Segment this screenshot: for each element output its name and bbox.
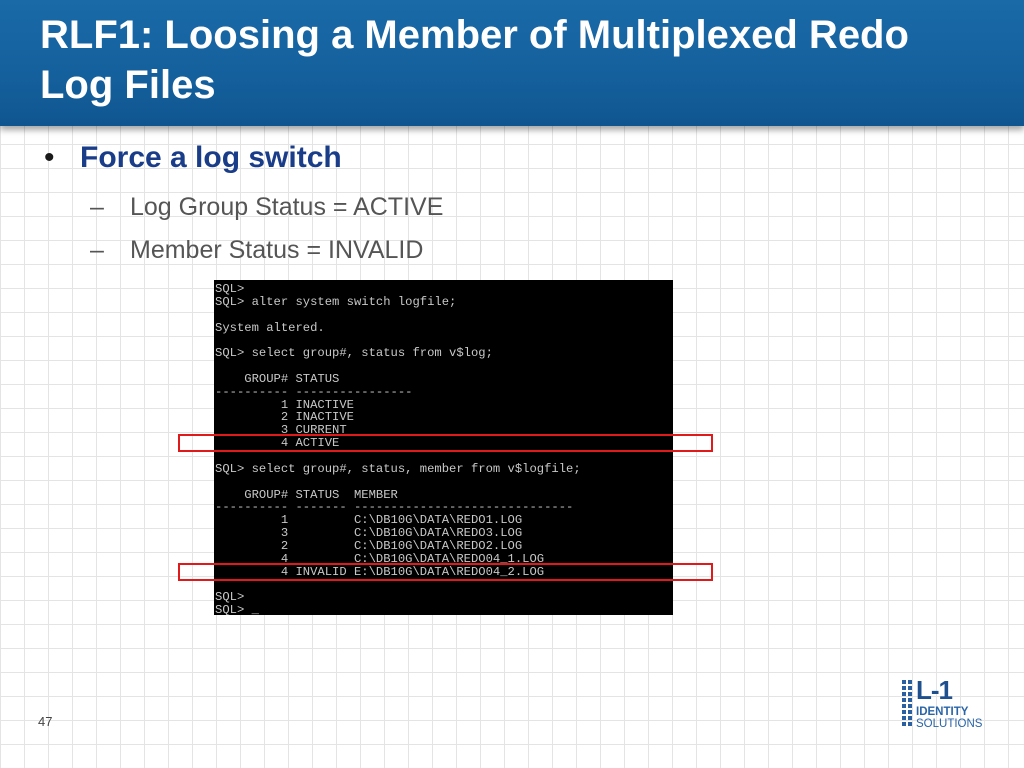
terminal-line: SQL> select group#, status from v$log; <box>215 346 493 361</box>
terminal-line: 3 CURRENT <box>215 423 347 438</box>
logo-dot <box>902 698 906 702</box>
dash-marker: – <box>90 193 104 221</box>
logo-dot <box>908 680 912 684</box>
terminal-line: ---------- ------- ---------------------… <box>215 500 574 515</box>
bullet-text: Force a log switch <box>80 141 342 174</box>
logo-word-identity: IDENTITY <box>916 706 969 718</box>
sub-item-log-group-status: – Log Group Status = ACTIVE <box>90 191 443 223</box>
page-number: 47 <box>38 714 53 729</box>
terminal-line: 4 ACTIVE <box>215 436 340 451</box>
terminal-line: SQL> <box>215 590 245 605</box>
logo-dot <box>908 716 912 720</box>
terminal-line: GROUP# STATUS MEMBER <box>215 487 398 502</box>
sub-item-text: Member Status = INVALID <box>130 236 424 264</box>
terminal-line: 4 C:\DB10G\DATA\REDO04_1.LOG <box>215 551 545 566</box>
terminal-line: 1 C:\DB10G\DATA\REDO1.LOG <box>215 513 523 528</box>
terminal-line: SQL> select group#, status, member from … <box>215 461 581 476</box>
bullet-dot: • <box>44 141 55 174</box>
terminal-line: SQL> alter system switch logfile; <box>215 294 457 309</box>
logo-dot <box>902 692 906 696</box>
logo-dot <box>902 716 906 720</box>
terminal-line: 1 INACTIVE <box>215 397 354 412</box>
terminal-line <box>215 360 673 373</box>
terminal-line: 2 C:\DB10G\DATA\REDO2.LOG <box>215 538 523 553</box>
logo-dot <box>902 710 906 714</box>
logo-dot <box>908 692 912 696</box>
slide-title: RLF1: Loosing a Member of Multiplexed Re… <box>40 13 909 107</box>
logo-dot <box>908 698 912 702</box>
sub-item-member-status: – Member Status = INVALID <box>90 234 423 266</box>
logo-dot-grid-icon <box>902 680 916 728</box>
terminal-line: SQL> _ <box>215 603 259 615</box>
logo-dot <box>902 686 906 690</box>
highlight-box-invalid-member <box>178 563 713 581</box>
l1-identity-solutions-logo: L-1 IDENTITY SOLUTIONS <box>902 676 992 730</box>
terminal-line: 2 INACTIVE <box>215 410 354 425</box>
terminal-line: System altered. <box>215 320 325 335</box>
logo-dot <box>908 704 912 708</box>
terminal-line <box>215 476 673 489</box>
logo-dot <box>902 680 906 684</box>
terminal-line <box>215 309 673 322</box>
logo-dot <box>902 722 906 726</box>
logo-dot <box>908 722 912 726</box>
dash-marker: – <box>90 236 104 264</box>
sql-terminal-screenshot: SQL>SQL> alter system switch logfile;Sys… <box>214 280 673 615</box>
terminal-line: 3 C:\DB10G\DATA\REDO3.LOG <box>215 526 523 541</box>
terminal-line: SQL> <box>215 282 245 296</box>
logo-mark: L-1 <box>916 675 953 705</box>
highlight-box-active-group <box>178 434 713 452</box>
bullet-force-log-switch: • Force a log switch <box>44 138 342 178</box>
logo-dot <box>908 686 912 690</box>
logo-dot <box>908 710 912 714</box>
terminal-line: 4 INVALID E:\DB10G\DATA\REDO04_2.LOG <box>215 564 545 579</box>
title-bar: RLF1: Loosing a Member of Multiplexed Re… <box>0 0 1024 126</box>
logo-word-solutions: SOLUTIONS <box>916 718 983 730</box>
sub-item-text: Log Group Status = ACTIVE <box>130 193 444 221</box>
logo-dot <box>902 704 906 708</box>
terminal-line: GROUP# STATUS <box>215 371 340 386</box>
terminal-line: ---------- ---------------- <box>215 384 413 399</box>
